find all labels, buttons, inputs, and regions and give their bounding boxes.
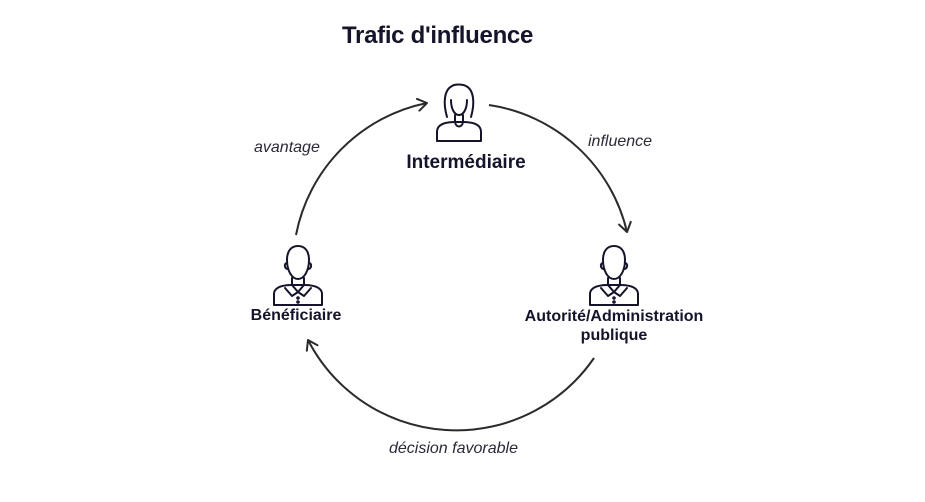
node-label-intermediaire: Intermédiaire — [406, 152, 526, 173]
edge-label-decision-favorable: décision favorable — [389, 440, 518, 457]
arrow-avantage — [295, 97, 428, 236]
person-male-icon — [273, 245, 323, 306]
node-label-autorite: Autorité/Administration publique — [494, 307, 734, 345]
edge-label-avantage: avantage — [254, 139, 320, 156]
node-label-autorite-line1: Autorité/Administration — [524, 308, 704, 325]
person-female-icon — [436, 83, 482, 142]
node-label-autorite-line2: publique — [580, 327, 648, 344]
person-male-icon — [589, 245, 639, 306]
arrow-decision-favorable — [305, 339, 595, 432]
node-label-beneficiaire: Bénéficiaire — [250, 307, 342, 324]
diagram-title: Trafic d'influence — [342, 22, 534, 49]
arrow-influence — [488, 104, 632, 233]
edge-label-influence: influence — [588, 133, 653, 150]
